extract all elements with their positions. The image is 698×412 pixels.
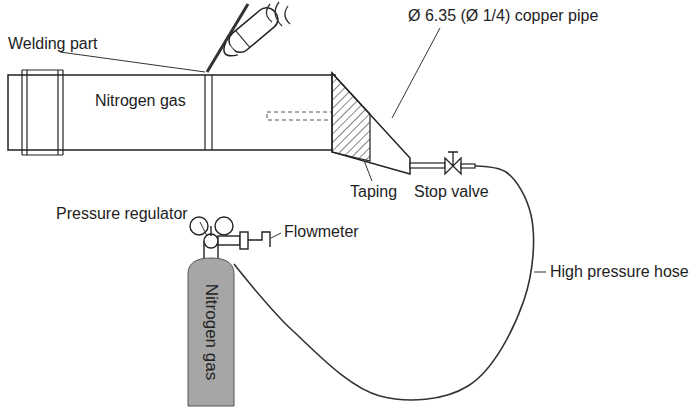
part-label: Stop valve (414, 182, 489, 201)
part-label: Taping (350, 182, 397, 201)
flowmeter (218, 232, 270, 249)
welding-torch (218, 4, 282, 63)
hose-fitting (461, 164, 475, 168)
pipe-body (8, 75, 335, 150)
inner-nozzle (267, 112, 332, 120)
pipe-sleeve (22, 70, 63, 155)
pipe-joint (26, 70, 27, 155)
node-label: Nitrogen gas (201, 284, 221, 380)
stop-valve (445, 152, 461, 174)
pipe-joint (204, 75, 205, 150)
node-outline (5, 62, 475, 178)
small-pipe (410, 163, 445, 168)
pipe-joint (211, 75, 212, 150)
part-label: Flowmeter (284, 222, 359, 241)
high-pressure-hose (234, 166, 534, 400)
part-label: High pressure hose (550, 262, 689, 281)
part-label: Welding part (8, 34, 98, 53)
cylinder-body (188, 258, 234, 406)
copper-pipe: Nitrogen gas (5, 62, 475, 178)
pipe-joint (21, 70, 22, 155)
taping (332, 73, 370, 161)
dimension-label: Ø 6.35 (Ø 1/4) copper pipe (408, 6, 598, 25)
pipe-joint (62, 70, 63, 155)
nitrogen-cylinder: Nitrogen gas (188, 258, 234, 406)
node-label: Nitrogen gas (95, 92, 186, 110)
part-label: Pressure regulator (56, 204, 188, 223)
pipe-joint (57, 70, 58, 155)
flame (266, 2, 290, 26)
reducer-cone (332, 73, 410, 174)
